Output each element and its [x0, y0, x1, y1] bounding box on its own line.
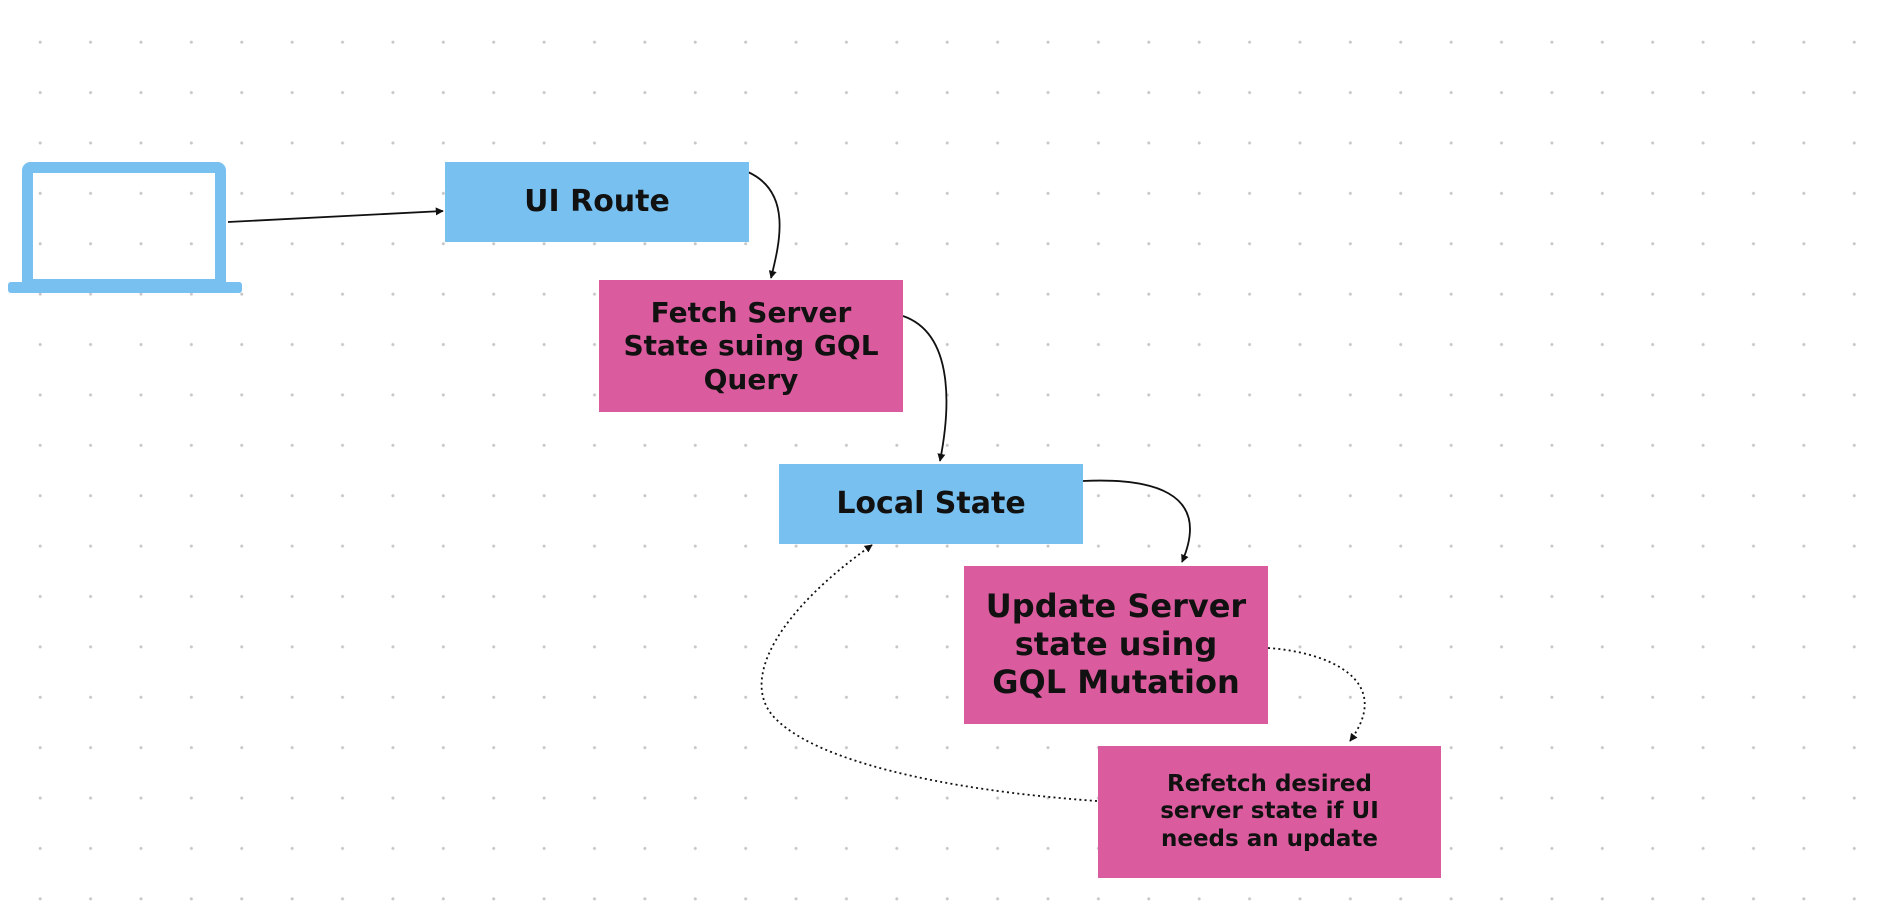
edge-ui-route-to-fetch-server-state [747, 171, 781, 279]
ui-route-node[interactable]: UI Route [445, 162, 749, 242]
fetch-server-state-label: Fetch Server State suing GQL Query [623, 296, 879, 396]
ui-route-label: UI Route [524, 184, 670, 220]
edge-local-state-to-update-server-state [1082, 479, 1191, 563]
refetch-server-state-node[interactable]: Refetch desired server state if UI needs… [1098, 746, 1441, 878]
edge-update-to-refetch-dotted [1267, 647, 1366, 742]
refetch-server-state-label: Refetch desired server state if UI needs… [1160, 771, 1379, 852]
edge-laptop-to-ui-route [227, 207, 444, 223]
update-server-state-label: Update Server state using GQL Mutation [985, 587, 1247, 701]
local-state-node[interactable]: Local State [779, 464, 1083, 544]
local-state-label: Local State [836, 486, 1026, 522]
fetch-server-state-node[interactable]: Fetch Server State suing GQL Query [599, 280, 903, 412]
edge-fetch-to-local-state [902, 315, 948, 462]
update-server-state-node[interactable]: Update Server state using GQL Mutation [964, 566, 1268, 724]
